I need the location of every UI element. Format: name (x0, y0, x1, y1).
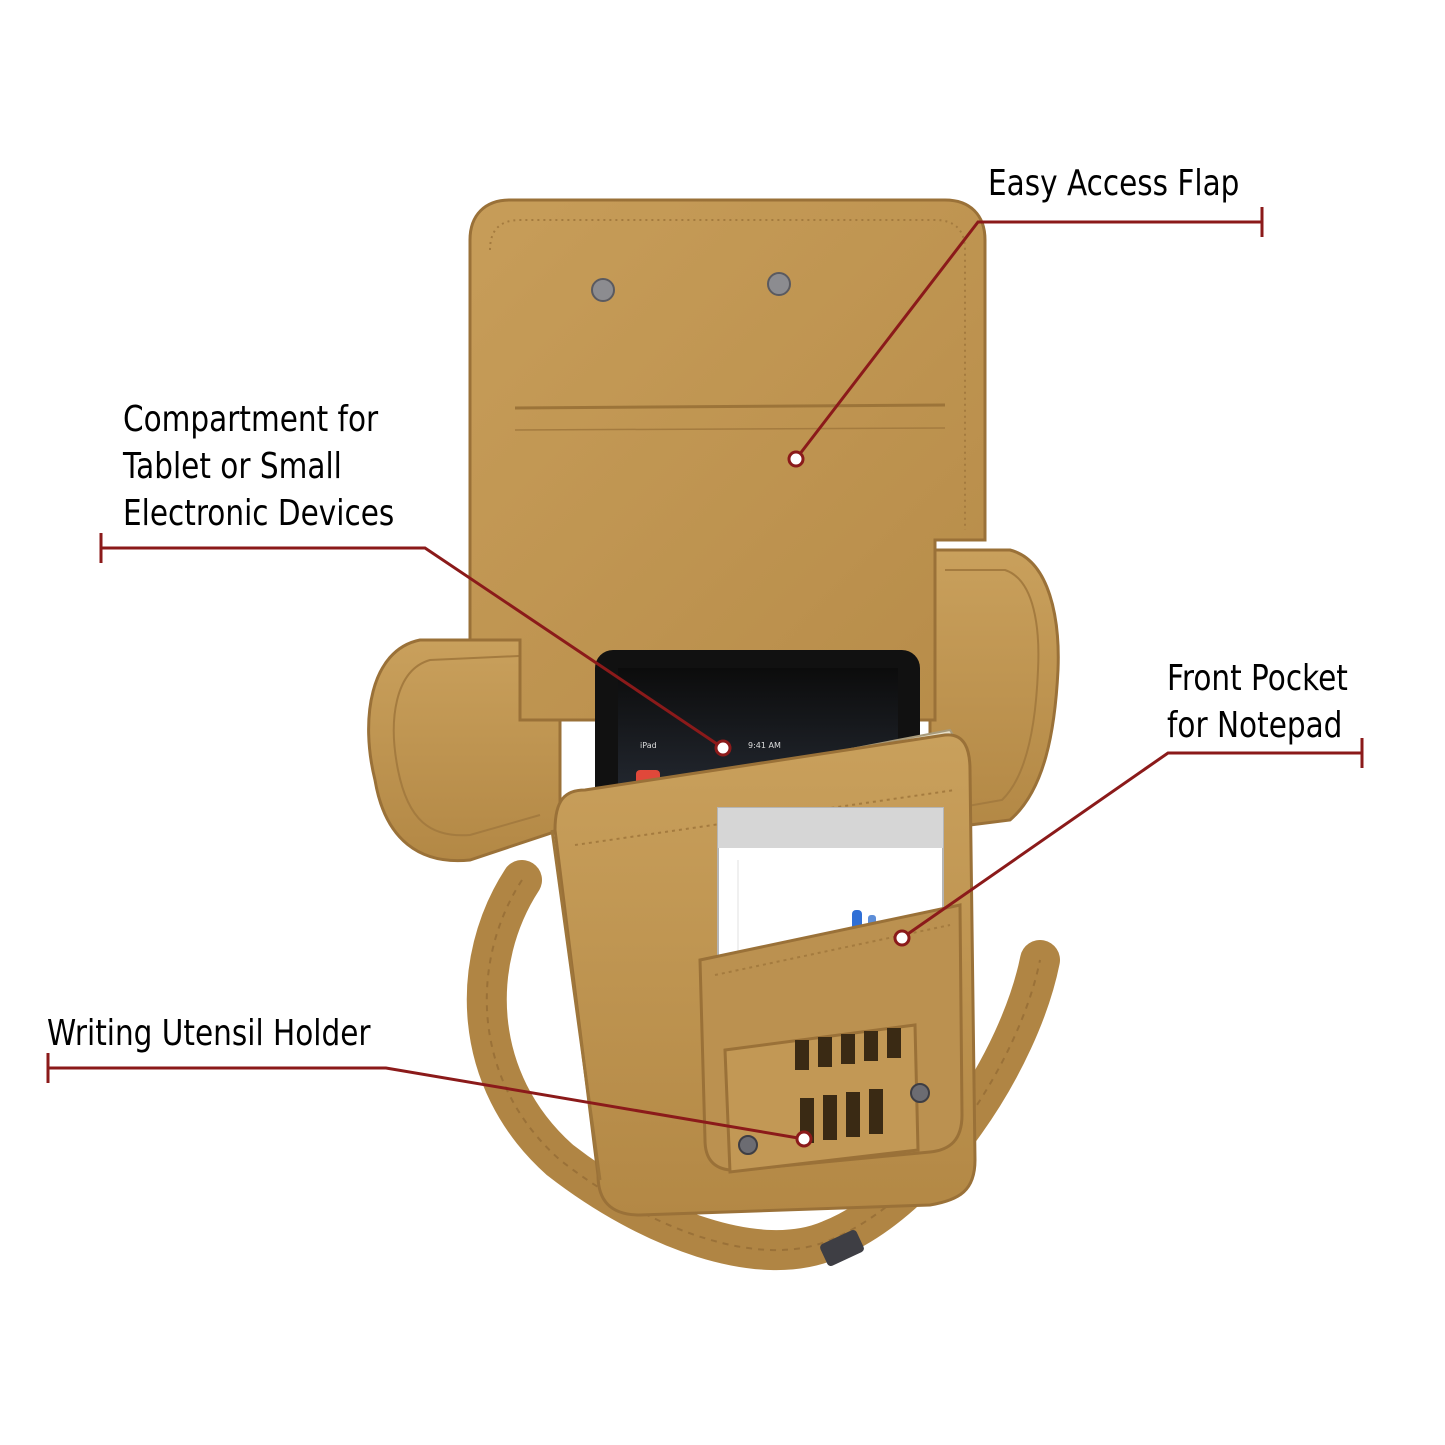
tablet-status-carrier: iPad (640, 741, 657, 750)
callout-line: Tablet or Small (123, 446, 342, 487)
leader-pocket (901, 751, 1362, 940)
callout-line: Compartment for (123, 399, 379, 440)
leader-lines (46, 207, 1364, 1141)
flap-snap-right (767, 272, 791, 296)
left-gusset (367, 638, 562, 863)
callout-front-pocket: Front Pocket for Notepad (1167, 655, 1348, 749)
callout-tablet-compartment: Compartment for Tablet or Small Electron… (123, 396, 394, 537)
pocket-snap-right (910, 1083, 930, 1103)
callout-line: Front Pocket (1167, 658, 1348, 699)
leader-flap (794, 220, 1262, 460)
callout-easy-access-flap: Easy Access Flap (988, 160, 1239, 207)
flap-snap-left (591, 278, 615, 302)
callout-writing-utensil-holder: Writing Utensil Holder (47, 1010, 371, 1057)
pocket-snap-left (738, 1135, 758, 1155)
leader-endpoints (714, 450, 911, 1148)
callout-line: Electronic Devices (123, 493, 395, 534)
leader-tablet (101, 546, 724, 750)
callout-line: Easy Access Flap (988, 163, 1240, 204)
leader-pen (48, 1066, 805, 1141)
strap-buckle (820, 1229, 864, 1267)
callout-line: for Notepad (1167, 705, 1343, 746)
bag-flap (468, 198, 987, 722)
callout-line: Writing Utensil Holder (47, 1013, 371, 1054)
tablet-status-time: 9:41 AM (748, 741, 781, 750)
pen-loops (795, 1028, 901, 1143)
